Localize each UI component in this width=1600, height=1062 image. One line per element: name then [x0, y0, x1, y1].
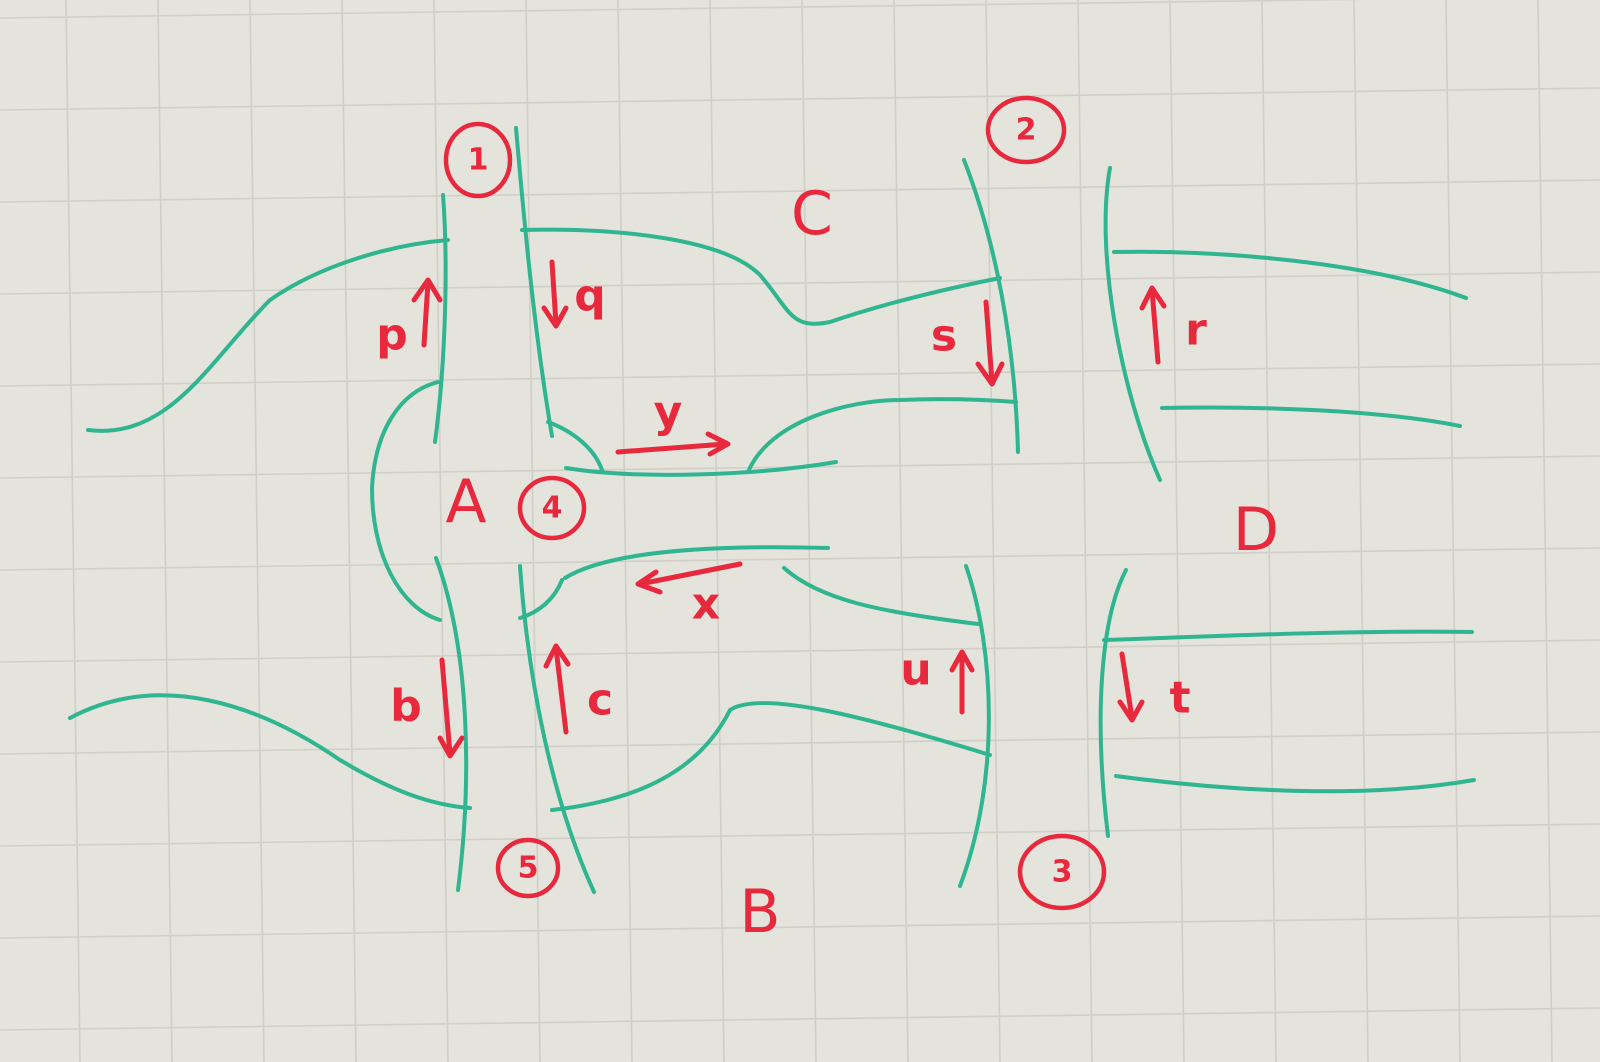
flow-x-label: x [692, 579, 720, 630]
grid-line-horizontal [0, 179, 1600, 203]
region-d-label: D [1233, 495, 1279, 565]
bridge-4-number: 4 [542, 491, 563, 526]
grid-line-horizontal [0, 915, 1600, 939]
bridge-1-badge [443, 121, 513, 199]
bridge-1-number: 1 [468, 143, 489, 178]
region-c-label: C [791, 179, 833, 249]
grid-line-vertical [249, 0, 265, 1062]
grid-line-vertical [801, 0, 817, 1062]
grid-line-vertical [341, 0, 357, 1062]
flow-b-label: b [390, 681, 422, 732]
grid-line-horizontal [0, 731, 1600, 755]
grid-line-vertical [157, 0, 173, 1062]
grid-line-horizontal [0, 0, 1368, 19]
flow-s-label: s [931, 311, 957, 362]
grid-line-vertical [985, 0, 1001, 1062]
bridge-3-right-rail [1098, 568, 1128, 838]
flow-u-label: u [900, 645, 931, 696]
bridge-1-left-rail [433, 193, 448, 444]
bank-b-west-shore [68, 693, 472, 810]
bridge-1-right-rail [514, 126, 554, 438]
flow-q-label: q [574, 271, 606, 322]
grid-line-horizontal [0, 271, 1600, 295]
flow-c-label: c [587, 675, 613, 726]
island-d-lower-shore [1102, 629, 1474, 642]
bridge-3-badge [1017, 833, 1107, 911]
grid-line-vertical [617, 0, 633, 1062]
arrow-u-up-icon [949, 649, 975, 715]
arrow-x-left-icon [635, 561, 743, 595]
arrow-b-down-icon [437, 657, 465, 759]
grid-line-horizontal [0, 823, 1600, 847]
arrow-p-up-icon [411, 277, 443, 348]
grid-line-horizontal [0, 1007, 1600, 1031]
arrow-q-down-icon [541, 259, 569, 329]
bridge-4-badge [517, 475, 587, 541]
channel-4-lower-bank [782, 566, 980, 626]
bridge-2-left-rail [962, 158, 1020, 454]
channel-4-upper-bank [746, 397, 1018, 474]
arrow-r-up-icon [1139, 285, 1167, 365]
arrow-s-down-icon [975, 299, 1005, 387]
grid-line-vertical [65, 0, 81, 1062]
arrow-c-up-icon [543, 643, 571, 735]
region-b-label: B [739, 877, 780, 947]
grid-line-vertical [1077, 0, 1093, 1062]
grid-line-vertical [1445, 0, 1461, 1062]
bridge-2-badge [985, 95, 1067, 165]
bridge-5-badge [495, 837, 561, 899]
island-a-shore [370, 380, 604, 622]
grid-line-horizontal [0, 87, 1600, 111]
bank-c-west-shore [86, 238, 450, 433]
grid-line-vertical [893, 0, 909, 1062]
bridge-5-left-rail [434, 556, 469, 892]
grid-line-vertical [709, 0, 725, 1062]
channel-4-upper-edge [564, 460, 838, 477]
arrow-t-down-icon [1117, 651, 1145, 723]
bridge-3-left-rail [958, 564, 991, 888]
channel-4-lower-edge [563, 545, 830, 580]
bridge-2-number: 2 [1016, 113, 1037, 148]
grid-line-vertical [433, 0, 449, 1062]
grid-line-horizontal [0, 639, 1600, 663]
grid-line-vertical [1353, 0, 1369, 1062]
grid-line-horizontal [0, 363, 1600, 387]
bridge-2-right-rail [1103, 166, 1162, 482]
region-a-label: A [445, 467, 486, 537]
grid-line-vertical [1537, 0, 1553, 1062]
bridge-3-number: 3 [1052, 855, 1073, 890]
bank-c-upper-shore [520, 227, 1002, 326]
grid-line-vertical [1169, 0, 1185, 1062]
flow-y-label: y [654, 387, 683, 438]
bridge-5-number: 5 [518, 851, 539, 886]
arrow-y-right-icon [615, 431, 731, 457]
flow-p-label: p [376, 310, 408, 361]
island-d-top-shore [1112, 249, 1468, 300]
bridge-5-right-rail [518, 564, 596, 894]
grid-line-horizontal [0, 547, 1600, 571]
flow-r-label: r [1185, 305, 1207, 356]
bank-b-upper-shore [550, 700, 992, 812]
island-d-mid-shore [1160, 405, 1462, 428]
grid-line-vertical [1261, 0, 1277, 1062]
flow-t-label: t [1169, 673, 1190, 724]
island-d-bottom-shore [1114, 774, 1476, 794]
